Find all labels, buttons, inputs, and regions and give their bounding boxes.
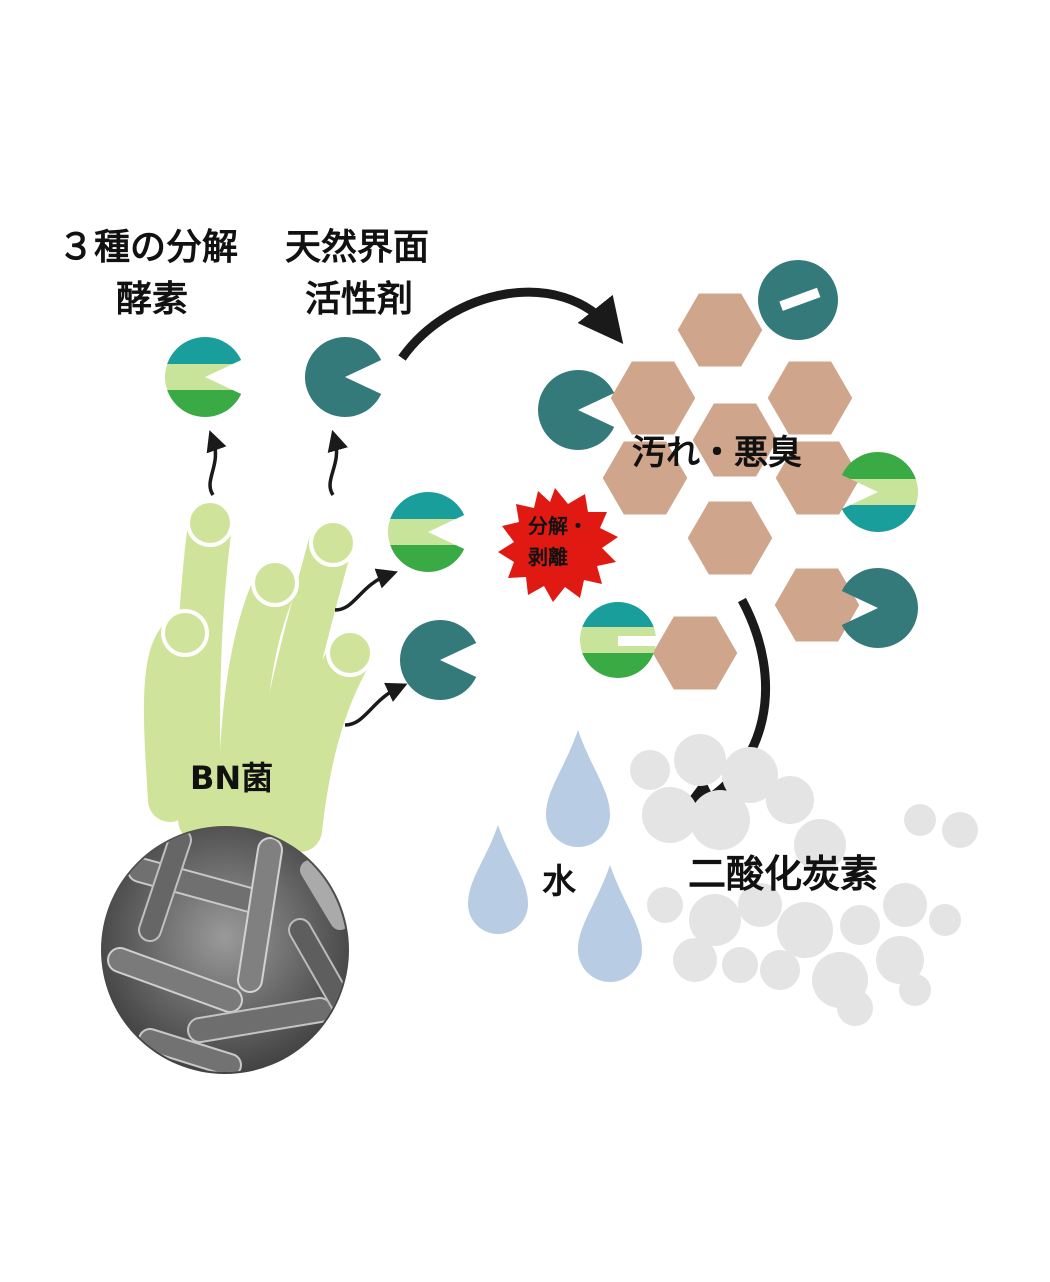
bacteria-label: BN菌 <box>190 759 274 797</box>
dirt-label: 汚れ・悪臭 <box>632 433 802 473</box>
surfactant-label-line2: 活性剤 <box>305 279 414 320</box>
co2-cloud <box>630 734 978 1026</box>
reaction-burst <box>498 488 618 602</box>
water-drops <box>468 730 642 982</box>
reaction-label-line1: 分解・ <box>528 514 588 538</box>
dirt-attackers <box>537 260 919 678</box>
water-label: 水 <box>542 862 576 902</box>
co2-label: 二酸化炭素 <box>688 852 879 896</box>
surfactant-label-line1: 天然界面 <box>285 227 430 268</box>
bacteria-tube-ends <box>161 499 374 677</box>
enzyme-icon-mid <box>388 492 468 572</box>
surfactant-icon-mid <box>399 620 477 700</box>
bacteria-cluster <box>143 499 374 852</box>
bacteria-micrograph <box>101 826 349 1074</box>
arrow-to-dirt <box>398 287 624 361</box>
enzyme-icon-top <box>165 337 245 417</box>
reaction-label-line2: 剥離 <box>528 545 568 569</box>
enzyme-label-line2: 酵素 <box>116 279 189 320</box>
surfactant-icon-top <box>304 337 382 417</box>
release-arrows <box>206 429 408 727</box>
enzyme-label-line1: ３種の分解 <box>58 227 239 268</box>
